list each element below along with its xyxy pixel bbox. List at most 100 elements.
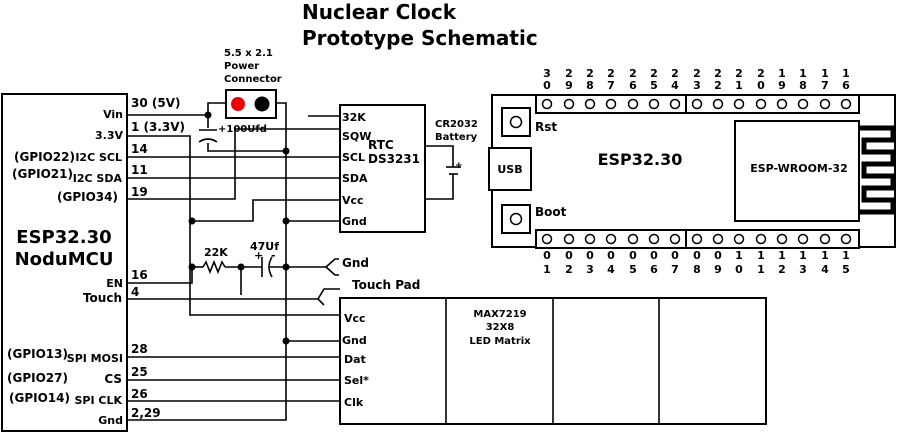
top-pin-label: 2 bbox=[735, 67, 743, 80]
bottom-pin-label: 0 bbox=[735, 263, 743, 276]
bottom-pin-label: 0 bbox=[607, 249, 615, 262]
gnd-terminal-label: Gnd bbox=[342, 256, 369, 270]
pin-num-cs: 25 bbox=[131, 365, 148, 379]
top-pin-label: 7 bbox=[607, 79, 615, 92]
bottom-pin-label: 1 bbox=[757, 263, 765, 276]
nodemcu-name2: NoduMCU bbox=[15, 249, 114, 270]
title-line2: Prototype Schematic bbox=[302, 26, 538, 50]
usb-port bbox=[488, 147, 532, 191]
pin-label-scl: I2C SCL bbox=[75, 151, 122, 164]
bottom-pin-label: 1 bbox=[757, 249, 765, 262]
top-pin-label: 2 bbox=[650, 67, 658, 80]
pin-num-scl: 14 bbox=[131, 142, 148, 156]
top-pin-label: 6 bbox=[842, 79, 850, 92]
esp-board-name: ESP32.30 bbox=[598, 150, 683, 169]
top-pin-27 bbox=[605, 98, 617, 110]
matrix-pin-sel: Sel* bbox=[344, 374, 369, 387]
top-pin-label: 4 bbox=[671, 79, 679, 92]
top-pin-label: 2 bbox=[693, 67, 701, 80]
wire-sqw bbox=[127, 128, 340, 200]
bottom-pin-14 bbox=[819, 233, 831, 245]
matrix-line1: MAX7219 bbox=[473, 309, 526, 320]
top-pin-26 bbox=[627, 98, 639, 110]
top-pin-label: 1 bbox=[799, 67, 807, 80]
bottom-pin-label: 3 bbox=[799, 263, 807, 276]
gpio34-label: (GPIO34) bbox=[57, 190, 118, 204]
bottom-pin-label: 5 bbox=[842, 263, 850, 276]
top-pin-19 bbox=[776, 98, 788, 110]
cap100-label: +100Ufd bbox=[218, 124, 267, 135]
top-pin-label: 0 bbox=[543, 79, 551, 92]
top-pin-label: 2 bbox=[714, 79, 722, 92]
pin-num-sda: 11 bbox=[131, 163, 148, 177]
rtc-pin-32k: 32K bbox=[342, 111, 366, 124]
rtc-pin-scl: SCL bbox=[342, 151, 365, 164]
battery-wire-bottom bbox=[425, 174, 454, 200]
pin-layer: 3029282726252423222120191817160102030405… bbox=[541, 67, 852, 276]
bottom-pin-label: 8 bbox=[693, 263, 701, 276]
top-pin-28 bbox=[584, 98, 596, 110]
bottom-pin-15 bbox=[840, 233, 852, 245]
bottom-pin-label: 6 bbox=[650, 263, 658, 276]
pin-label-cs: CS bbox=[104, 372, 122, 386]
pin-label-clk: SPI CLK bbox=[74, 394, 122, 407]
wire-touch bbox=[127, 288, 340, 300]
cap100-plate2 bbox=[198, 138, 218, 143]
gpio14-label: (GPIO14) bbox=[9, 391, 70, 405]
matrix-line3: LED Matrix bbox=[469, 336, 531, 347]
bottom-pin-label: 1 bbox=[821, 249, 829, 262]
touch-pad-label: Touch Pad bbox=[352, 278, 420, 292]
pin-label-mosi: SPI MOSI bbox=[67, 352, 123, 365]
top-pin-18 bbox=[797, 98, 809, 110]
gpio22-label: (GPIO22) bbox=[14, 150, 75, 164]
wire-en bbox=[127, 267, 193, 284]
bottom-pin-label: 3 bbox=[586, 263, 594, 276]
battery-wire-top bbox=[425, 145, 454, 167]
wire-3v3 bbox=[127, 135, 340, 316]
bottom-pin-label: 1 bbox=[735, 249, 743, 262]
bottom-pin-08 bbox=[691, 233, 703, 245]
wire-cap-minus bbox=[207, 143, 286, 152]
power-label1: 5.5 x 2.1 bbox=[224, 48, 273, 59]
top-pin-label: 1 bbox=[778, 67, 786, 80]
cap47-plate2 bbox=[268, 256, 273, 278]
antenna-icon bbox=[859, 125, 896, 215]
power-label3: Connector bbox=[224, 74, 282, 85]
top-pin-16 bbox=[840, 98, 852, 110]
pin-label-en: EN bbox=[106, 277, 123, 290]
gpio21-label: (GPIO21) bbox=[12, 167, 73, 181]
boot-label: Boot bbox=[535, 205, 567, 219]
top-pin-label: 9 bbox=[565, 79, 573, 92]
pin-label-sda: I2C SDA bbox=[73, 172, 123, 185]
bottom-pin-label: 0 bbox=[714, 249, 722, 262]
wroom-label: ESP-WROOM-32 bbox=[750, 162, 848, 175]
bottom-pin-label: 4 bbox=[607, 263, 615, 276]
top-pin-label: 2 bbox=[757, 67, 765, 80]
bottom-pin-05 bbox=[627, 233, 639, 245]
top-pin-label: 3 bbox=[693, 79, 701, 92]
power-pin-positive bbox=[231, 97, 245, 111]
matrix-pin-vcc: Vcc bbox=[344, 312, 366, 325]
top-pin-label: 1 bbox=[821, 67, 829, 80]
gpio13-label: (GPIO13) bbox=[7, 347, 68, 361]
bottom-pin-label: 1 bbox=[778, 249, 786, 262]
bottom-pin-09 bbox=[712, 233, 724, 245]
matrix-line2: 32X8 bbox=[486, 322, 515, 333]
pin-num-gnd: 2,29 bbox=[131, 406, 161, 420]
gpio27-label: (GPIO27) bbox=[7, 371, 68, 385]
bottom-pin-13 bbox=[797, 233, 809, 245]
rst-label: Rst bbox=[535, 120, 557, 134]
rtc-name1: RTC bbox=[368, 138, 394, 152]
gnd-term-bottom bbox=[325, 266, 339, 276]
bottom-pin-12 bbox=[776, 233, 788, 245]
pin-num-touch: 4 bbox=[131, 285, 139, 299]
top-pin-label: 6 bbox=[629, 79, 637, 92]
top-pin-label: 3 bbox=[543, 67, 551, 80]
bottom-pin-label: 0 bbox=[543, 249, 551, 262]
top-pin-24 bbox=[669, 98, 681, 110]
top-pin-label: 2 bbox=[586, 67, 594, 80]
top-pin-label: 2 bbox=[565, 67, 573, 80]
wroom-module bbox=[734, 120, 860, 222]
nodemcu-box bbox=[1, 93, 128, 432]
